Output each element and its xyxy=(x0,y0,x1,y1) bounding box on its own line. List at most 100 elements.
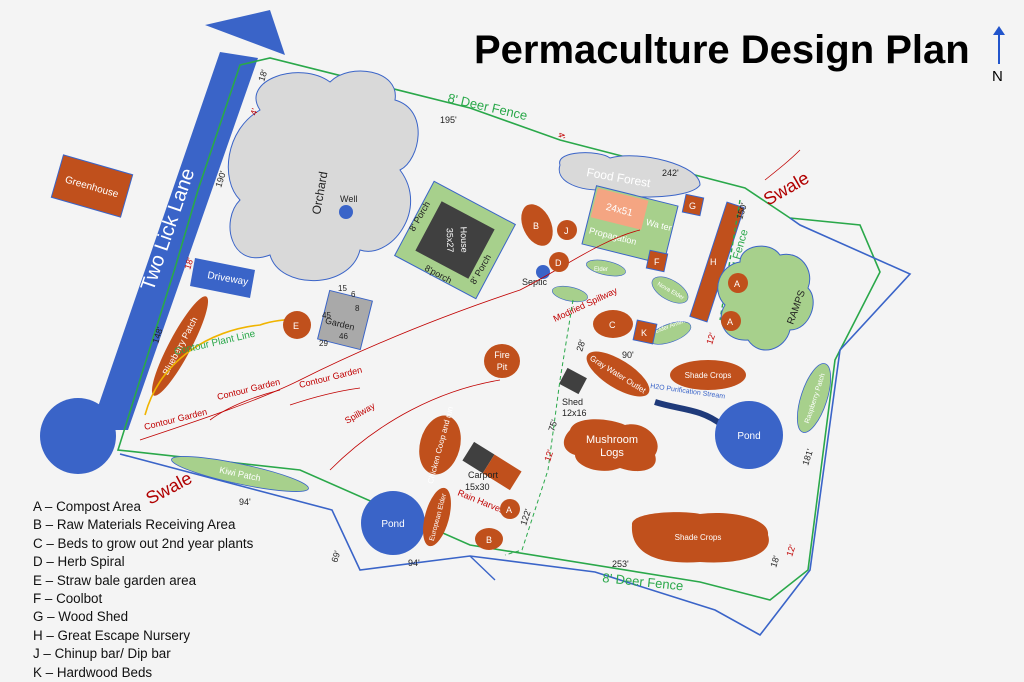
feature-j xyxy=(557,220,577,240)
dim-18-south: 18' xyxy=(768,554,781,569)
contour-garden-2: Contour Garden xyxy=(216,377,281,402)
dashed-line-1 xyxy=(504,299,574,556)
chicken-coop: Chicken Coop and run xyxy=(419,406,461,485)
nursery-h xyxy=(689,201,745,323)
spillway-label: Spillway xyxy=(343,400,377,425)
blue-boundary xyxy=(119,217,912,637)
garden-num-46: 46 xyxy=(339,332,348,341)
shed-label-1: Shed xyxy=(562,397,583,407)
dim-18-mid: 18' xyxy=(182,256,195,271)
elder-patch-3 xyxy=(651,276,689,304)
dim-94-west: 94' xyxy=(239,497,251,507)
garden-num-8: 8 xyxy=(355,304,360,313)
legend-item-d: D – Herb Spiral xyxy=(33,554,125,570)
pond-west: Pond xyxy=(361,491,425,555)
elder-patch-1 xyxy=(586,259,626,277)
pond-west-label: Pond xyxy=(381,519,404,530)
carport-label-2: 15x30 xyxy=(465,482,490,492)
shade-crops-large: Shade Crops xyxy=(631,512,769,563)
mushroom-logs-label-2: Logs xyxy=(600,447,624,459)
swale-line-east xyxy=(764,149,801,181)
feature-b-south xyxy=(475,528,503,550)
dim-18-top: 18' xyxy=(256,68,269,83)
dim-253: 253' xyxy=(612,559,629,569)
fire-pit-label-1: Fire xyxy=(494,350,510,360)
legend-item-k: K – Hardwood Beds xyxy=(33,664,153,680)
contour-line-2 xyxy=(209,389,281,421)
gray-water-outlet: Gray Water Outlet xyxy=(586,351,650,397)
dim-75: 75' xyxy=(546,418,559,433)
letter-f: F xyxy=(654,257,660,267)
legend-item-c: C – Beds to grow out 2nd year plants xyxy=(33,535,254,551)
feature-c xyxy=(593,310,633,338)
legend-item-g: G – Wood Shed xyxy=(33,609,129,625)
blue-boundary-2 xyxy=(469,555,496,581)
legend-item-e: E – Straw bale garden area xyxy=(33,572,197,588)
house-label-1: House xyxy=(459,227,470,253)
h2o-stream xyxy=(654,399,724,428)
letter-h: H xyxy=(710,257,717,267)
dim-12-south: 12' xyxy=(784,543,797,558)
kiwi-patch: Kiwi Patch xyxy=(171,456,309,492)
garden: Garden xyxy=(316,289,374,351)
feature-g xyxy=(681,193,705,217)
legend-item-j: J – Chinup bar/ Dip bar xyxy=(33,646,171,662)
letter-a-east-2: A xyxy=(727,317,733,327)
garden-num-29: 29 xyxy=(319,339,328,348)
legend: A – Compost Area B – Raw Materials Recei… xyxy=(33,498,253,682)
shed-block xyxy=(559,367,587,395)
house-label: House xyxy=(459,227,470,253)
letter-d: D xyxy=(555,258,562,268)
letter-k: K xyxy=(641,328,647,338)
dim-28: 28' xyxy=(574,338,587,353)
property-fence xyxy=(116,57,881,601)
north-arrow-shaft xyxy=(998,30,1000,64)
feature-d xyxy=(549,252,569,272)
north-label: N xyxy=(992,68,1003,85)
road-arrow-shaft xyxy=(90,52,258,430)
european-elder: European Elder xyxy=(423,487,451,547)
propagation-block: 24x51 Propagation Wa ter xyxy=(581,185,679,265)
shed-label-2: 12x16 xyxy=(562,408,587,418)
house: House 35x27 xyxy=(393,180,517,300)
feature-b-north xyxy=(521,204,553,246)
mushroom-logs-label-1: Mushroom xyxy=(586,434,638,446)
feature-a-east-2 xyxy=(721,311,741,331)
letter-b-south: B xyxy=(486,535,492,545)
dim-4-north: 4' xyxy=(556,132,567,141)
dim-150: 150' xyxy=(734,201,749,220)
legend-item-a: A – Compost Area xyxy=(33,499,141,514)
greenhouse: Greenhouse xyxy=(50,154,134,218)
dim-4-top: 4' xyxy=(248,107,260,117)
fire-pit-label-2: Pit xyxy=(497,362,508,372)
legend-item-f: F – Coolbot xyxy=(33,591,103,607)
north-arrow: N xyxy=(990,26,1010,90)
ramps: RAMPS xyxy=(717,245,814,351)
contour-line-4 xyxy=(329,379,501,471)
raspberry-patch: Raspberry Patch xyxy=(796,363,832,433)
dim-242: 242' xyxy=(662,168,679,178)
pond-east-label: Pond xyxy=(737,431,760,442)
letter-g: G xyxy=(689,201,696,211)
road-circle xyxy=(40,398,116,474)
page-title: Permaculture Design Plan xyxy=(474,28,970,72)
legend-item-h: H – Great Escape Nursery xyxy=(33,627,191,643)
dim-195: 195' xyxy=(440,115,457,125)
shade-crops-small-label: Shade Crops xyxy=(685,371,732,380)
letter-a-south: A xyxy=(506,505,512,515)
carport xyxy=(462,441,522,491)
dim-122: 122' xyxy=(518,507,533,526)
garden-num-6: 6 xyxy=(351,290,356,299)
swale-east-label: Swale xyxy=(760,168,812,210)
well-icon xyxy=(339,205,353,219)
driveway: Driveway xyxy=(190,258,255,298)
letter-j: J xyxy=(564,226,569,236)
food-forest: Food Forest xyxy=(558,152,701,198)
garden-num-45: 45 xyxy=(322,311,331,320)
feature-k xyxy=(632,319,658,345)
contour-garden-3: Contour Garden xyxy=(298,365,363,390)
elder-label-1: Elder xyxy=(594,267,608,273)
house-label-2: 35x27 xyxy=(445,228,456,253)
letter-b-north: B xyxy=(533,221,539,231)
